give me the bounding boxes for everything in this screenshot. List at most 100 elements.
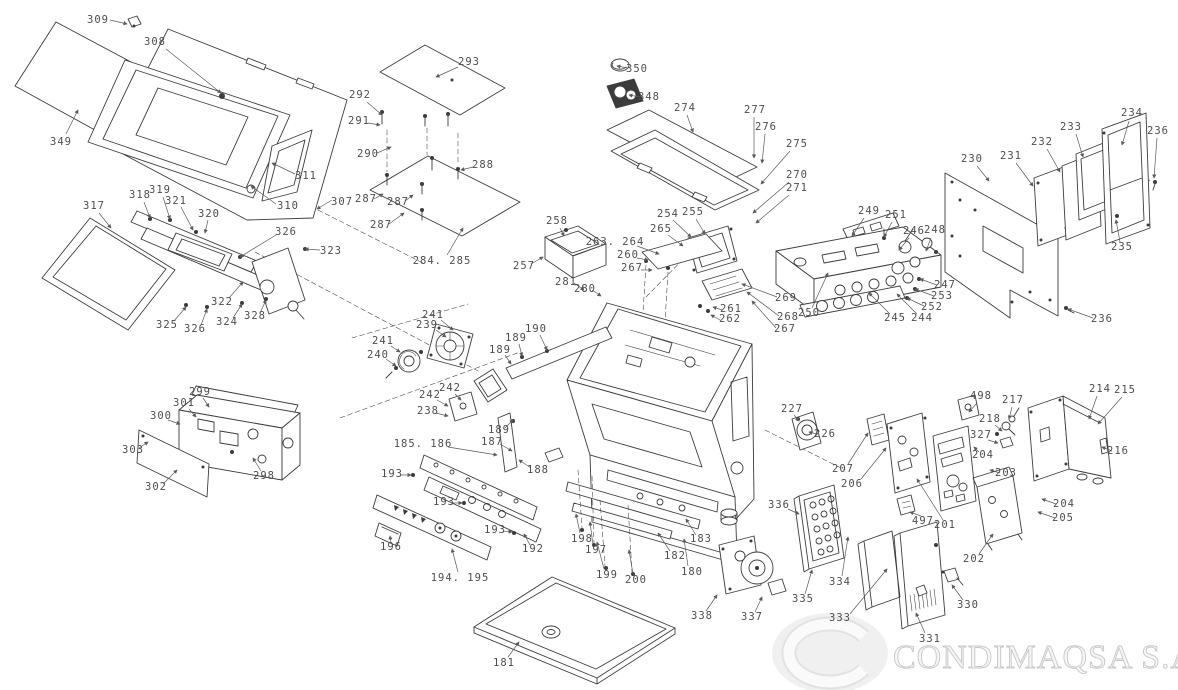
leader-line-241 <box>390 345 401 353</box>
part-label-325: 325 <box>156 319 178 331</box>
part-label-204: 204 <box>1053 498 1075 510</box>
leader-line-250 <box>811 272 829 309</box>
part-label-277: 277 <box>744 104 766 116</box>
leader-line-185186 <box>447 446 498 457</box>
leader-line-325 <box>173 306 187 322</box>
leader-line-284285 <box>446 227 464 256</box>
part-label-319: 319 <box>149 184 171 196</box>
leader-line-288 <box>460 166 474 172</box>
leader-line-498 <box>968 402 978 413</box>
leader-line-238 <box>435 412 449 418</box>
part-label-301: 301 <box>173 397 195 409</box>
leader-line-293 <box>435 66 459 78</box>
part-label-183: 183 <box>690 533 712 545</box>
leader-line-199 <box>595 541 605 570</box>
lid-frame-275 <box>610 129 760 211</box>
part-label-338: 338 <box>691 610 713 622</box>
part-label-257: 257 <box>513 260 535 272</box>
part-label-203: 203 <box>995 467 1017 479</box>
part-label-307: 307 <box>331 196 353 208</box>
leader-line-251 <box>883 221 893 238</box>
plug-330 <box>941 567 964 586</box>
leader-line-200 <box>627 549 634 575</box>
part-498 <box>957 394 980 421</box>
leader-line-187 <box>499 443 513 452</box>
leader-line-333 <box>849 568 888 615</box>
filter-333 <box>857 530 901 611</box>
contactor-203 <box>932 425 977 512</box>
part-label-245: 245 <box>884 312 906 324</box>
leader-line-245 <box>868 292 891 315</box>
leader-line-248 <box>925 237 932 252</box>
leader-line-321 <box>180 206 194 231</box>
part-label-269: 269 <box>775 292 797 304</box>
part-label-235: 235 <box>1111 241 1133 253</box>
leader-line-203 <box>989 468 1001 474</box>
leader-line-310 <box>250 185 277 205</box>
part-label-180: 180 <box>681 566 703 578</box>
leader-line-189 <box>518 343 524 357</box>
plate-284-285 <box>369 155 521 237</box>
part-label-267: 267 <box>774 323 796 335</box>
leader-line-183 <box>685 518 697 536</box>
part-label-317: 317 <box>83 200 105 212</box>
leader-line-194195 <box>450 548 459 573</box>
leader-line-246 <box>898 237 910 251</box>
leader-line-192 <box>523 533 531 546</box>
leader-line-324 <box>232 303 243 319</box>
leader-line-330 <box>951 584 964 601</box>
part-label-276: 276 <box>755 121 777 133</box>
part-label-287: 287 <box>387 196 409 208</box>
part-label-336: 336 <box>768 499 790 511</box>
leader-line-335 <box>804 569 814 595</box>
leader-line-189 <box>504 419 514 429</box>
part-label-302: 302 <box>145 481 167 493</box>
leader-line-280 <box>591 289 602 297</box>
leader-line-258 <box>559 227 565 237</box>
leader-line-181 <box>507 641 520 658</box>
panel-336 <box>793 484 845 573</box>
leader-line-323 <box>304 247 321 252</box>
leader-line-230 <box>976 165 990 182</box>
leader-line-231 <box>1015 162 1034 187</box>
part-label-205: 205 <box>1052 512 1074 524</box>
leader-line-262 <box>710 314 721 321</box>
leader-line-204 <box>973 446 980 453</box>
leader-line-268 <box>746 291 780 317</box>
watermark-logo <box>772 613 888 690</box>
part-label-238: 238 <box>417 405 439 417</box>
leader-line-214 <box>1088 395 1098 420</box>
part-label-292: 292 <box>349 89 371 101</box>
part-label-236: 236 <box>1147 125 1169 137</box>
leader-line-326 <box>239 234 277 258</box>
part-label-185--186: 185. 186 <box>394 438 453 450</box>
leader-line-257 <box>530 256 544 265</box>
part-label-263--264: 263. 264 <box>586 236 645 248</box>
part-label-324: 324 <box>216 316 238 328</box>
part-label-193: 193 <box>381 468 403 480</box>
box-202-204-205 <box>972 466 1023 551</box>
leader-line-319 <box>162 196 171 220</box>
part-label-497: 497 <box>912 515 934 527</box>
leader-line-348 <box>628 93 641 98</box>
part-label-258: 258 <box>546 215 568 227</box>
part-label-239: 239 <box>416 319 438 331</box>
leader-line-233 <box>1075 133 1084 158</box>
part-label-293: 293 <box>458 56 480 68</box>
part-label-326: 326 <box>275 226 297 238</box>
part-label-197: 197 <box>585 544 607 556</box>
part-label-335: 335 <box>792 593 814 605</box>
part-label-233: 233 <box>1060 121 1082 133</box>
leader-line-204 <box>1041 498 1057 505</box>
leader-line-234 <box>1120 120 1130 146</box>
part-label-323: 323 <box>320 245 342 257</box>
part-label-287: 287 <box>370 219 392 231</box>
leader-line-242 <box>454 393 462 401</box>
leader-line-336 <box>787 508 800 515</box>
plate-263-264 <box>641 233 723 270</box>
leader-line-287 <box>404 194 414 202</box>
bracket-242-238 <box>448 368 508 422</box>
part-label-327: 327 <box>970 429 992 441</box>
part-label-189: 189 <box>505 332 527 344</box>
fan-240-241 <box>385 349 423 379</box>
